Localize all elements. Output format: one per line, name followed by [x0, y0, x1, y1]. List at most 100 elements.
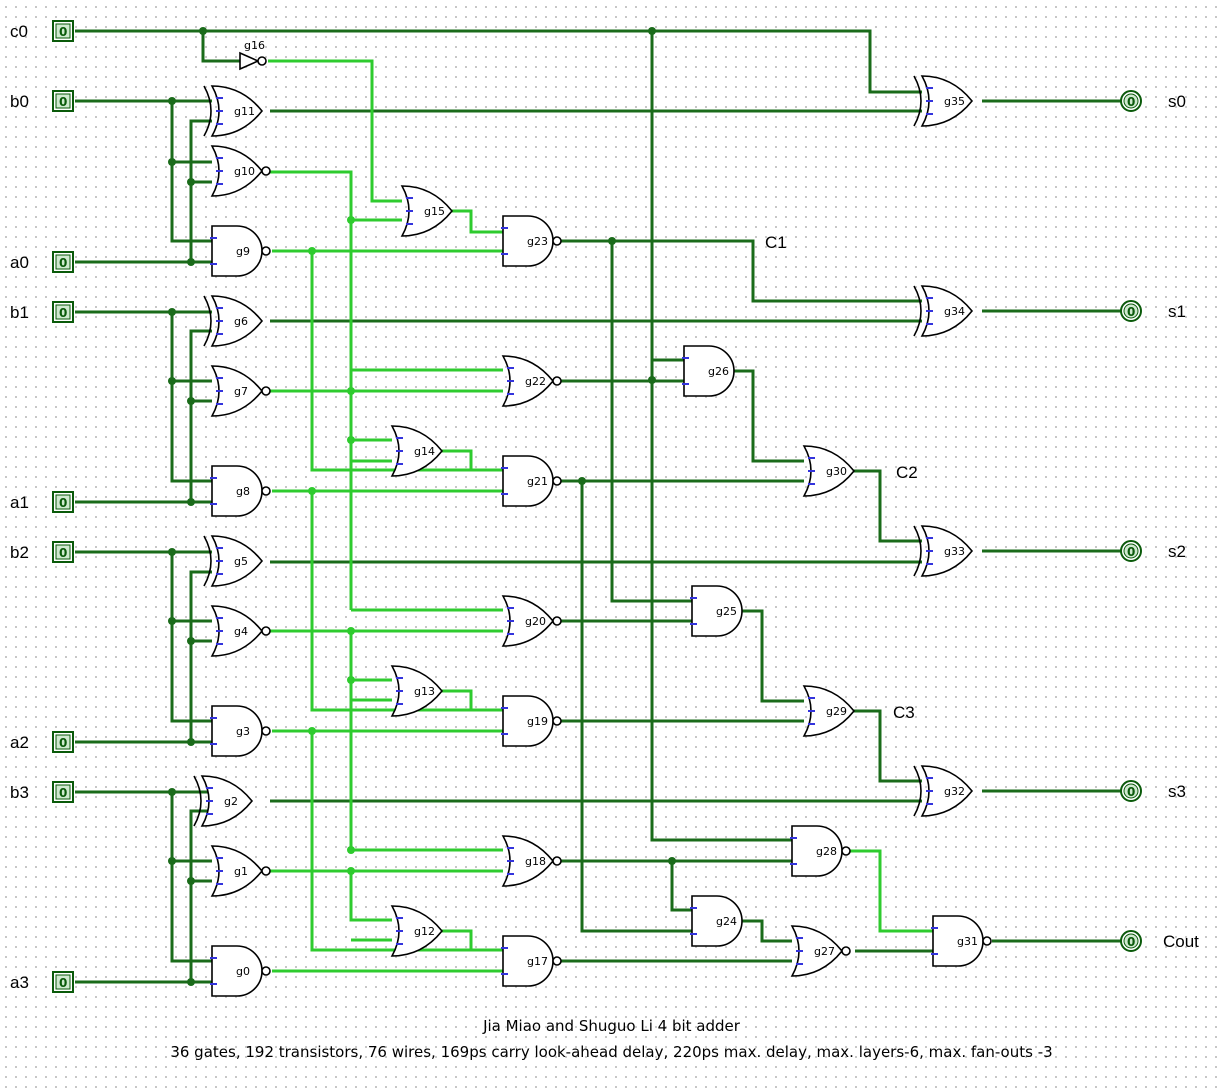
gate-g5[interactable]: g5 [203, 535, 264, 587]
gate-g25[interactable]: g25 [690, 585, 743, 637]
gate-label: g2 [224, 795, 238, 808]
junction-dot [578, 477, 586, 485]
pin-value: 0 [59, 496, 67, 510]
gate-label: g14 [414, 445, 435, 458]
gate-g34[interactable]: g34 [913, 285, 974, 337]
wire-g26-g30 [732, 369, 804, 463]
wire-g10-g15 [270, 170, 402, 222]
junction-dot [187, 397, 195, 405]
gate-g24[interactable]: g24 [690, 895, 743, 947]
gate-g3[interactable]: g3 [210, 705, 271, 757]
wire-b2-nand [170, 552, 212, 723]
pin-value: 0 [1127, 785, 1135, 799]
input-pin-c0[interactable]: 0c0 [10, 20, 74, 42]
gate-g12[interactable]: g12 [390, 905, 444, 957]
gate-label: g19 [527, 715, 548, 728]
gate-g16[interactable]: g16 [239, 39, 267, 71]
junction-dot [668, 857, 676, 865]
gate-g22[interactable]: g22 [501, 355, 562, 407]
gate-g18[interactable]: g18 [501, 835, 562, 887]
wire-g14-g21 [442, 449, 503, 472]
gate-g7[interactable]: g7 [210, 365, 271, 417]
pin-label: b0 [10, 92, 29, 111]
gate-label: g1 [234, 865, 248, 878]
pin-value: 0 [59, 95, 67, 109]
gate-g2[interactable]: g2 [193, 775, 254, 827]
junction-dot [347, 216, 355, 224]
gate-g29[interactable]: g29 [802, 685, 856, 737]
input-pin-a3[interactable]: 0 a3 [10, 971, 74, 993]
gate-g31[interactable]: g31 [931, 915, 992, 967]
gate-label: g15 [424, 205, 445, 218]
gate-label: g24 [716, 915, 737, 928]
gate-g13[interactable]: g13 [390, 665, 444, 717]
pin-label: c0 [10, 22, 28, 41]
gate-g11[interactable]: g11 [203, 85, 264, 137]
junction-dot [347, 846, 355, 854]
wire-C2-g33 [852, 469, 922, 543]
wire-g16-g15 [268, 59, 402, 203]
wire-a0-xor [189, 119, 212, 262]
gate-label: g32 [944, 785, 965, 798]
gate-g19[interactable]: g19 [501, 695, 562, 747]
wire-g13-g19 [442, 689, 503, 712]
junction-dot [168, 617, 176, 625]
input-pin-a2[interactable]: 0a2 [10, 731, 74, 753]
junction-dot [187, 738, 195, 746]
junction-dot [187, 258, 195, 266]
gate-g1[interactable]: g1 [210, 845, 271, 897]
junction-dot [347, 436, 355, 444]
wire-b1-nand [170, 312, 212, 483]
pin-value: 0 [59, 256, 67, 270]
gate-g23[interactable]: g23 [501, 215, 562, 267]
junction-dot [347, 387, 355, 395]
gate-g0[interactable]: g0 [210, 945, 271, 997]
wire-C1-g25 [610, 241, 692, 603]
gate-g27[interactable]: g27 [790, 925, 851, 977]
gate-g10[interactable]: g10 [210, 145, 271, 197]
gate-g21[interactable]: g21 [501, 455, 562, 507]
gate-g4[interactable]: g4 [210, 605, 271, 657]
gate-g6[interactable]: g6 [203, 295, 264, 347]
input-pin-b3[interactable]: 0b3 [10, 781, 74, 803]
pin-label: a3 [10, 973, 29, 992]
input-pin-a1[interactable]: 0a1 [10, 491, 74, 513]
gate-g15[interactable]: g15 [400, 185, 454, 237]
gate-g32[interactable]: g32 [913, 765, 974, 817]
gate-g30[interactable]: g30 [802, 445, 856, 497]
input-pin-b2[interactable]: 0b2 [10, 541, 74, 563]
input-pin-a0[interactable]: 0a0 [10, 251, 74, 273]
pin-value: 0 [59, 976, 67, 990]
junction-dot [187, 877, 195, 885]
junction-dot [187, 498, 195, 506]
gate-g9[interactable]: g9 [210, 225, 271, 277]
gate-g8[interactable]: g8 [210, 465, 271, 517]
wire-g12-g17 [442, 929, 503, 952]
gate-label: g6 [234, 315, 248, 328]
input-pin-b0[interactable]: 0 b0 [10, 90, 74, 112]
gate-label: g33 [944, 545, 965, 558]
gate-g28[interactable]: g28 [790, 825, 851, 877]
gate-label: g31 [957, 935, 978, 948]
gate-g33[interactable]: g33 [913, 525, 974, 577]
gate-g14[interactable]: g14 [390, 425, 444, 477]
wire-C1-g34 [560, 239, 922, 303]
gate-g17[interactable]: g17 [501, 935, 562, 987]
gate-g35[interactable]: g35 [913, 75, 974, 127]
gate-label: g18 [525, 855, 546, 868]
gate-label: g13 [414, 685, 435, 698]
wire-g4-g18 [349, 631, 503, 852]
input-pin-b1[interactable]: 0b1 [10, 301, 74, 323]
junction-dot [168, 377, 176, 385]
pin-value: 0 [1127, 545, 1135, 559]
junction-dot [187, 978, 195, 986]
wire-a2-xor [189, 570, 212, 742]
gate-g26[interactable]: g26 [682, 345, 735, 397]
gate-g20[interactable]: g20 [501, 595, 562, 647]
gate-label: g28 [816, 845, 837, 858]
gate-label: g9 [236, 245, 250, 258]
